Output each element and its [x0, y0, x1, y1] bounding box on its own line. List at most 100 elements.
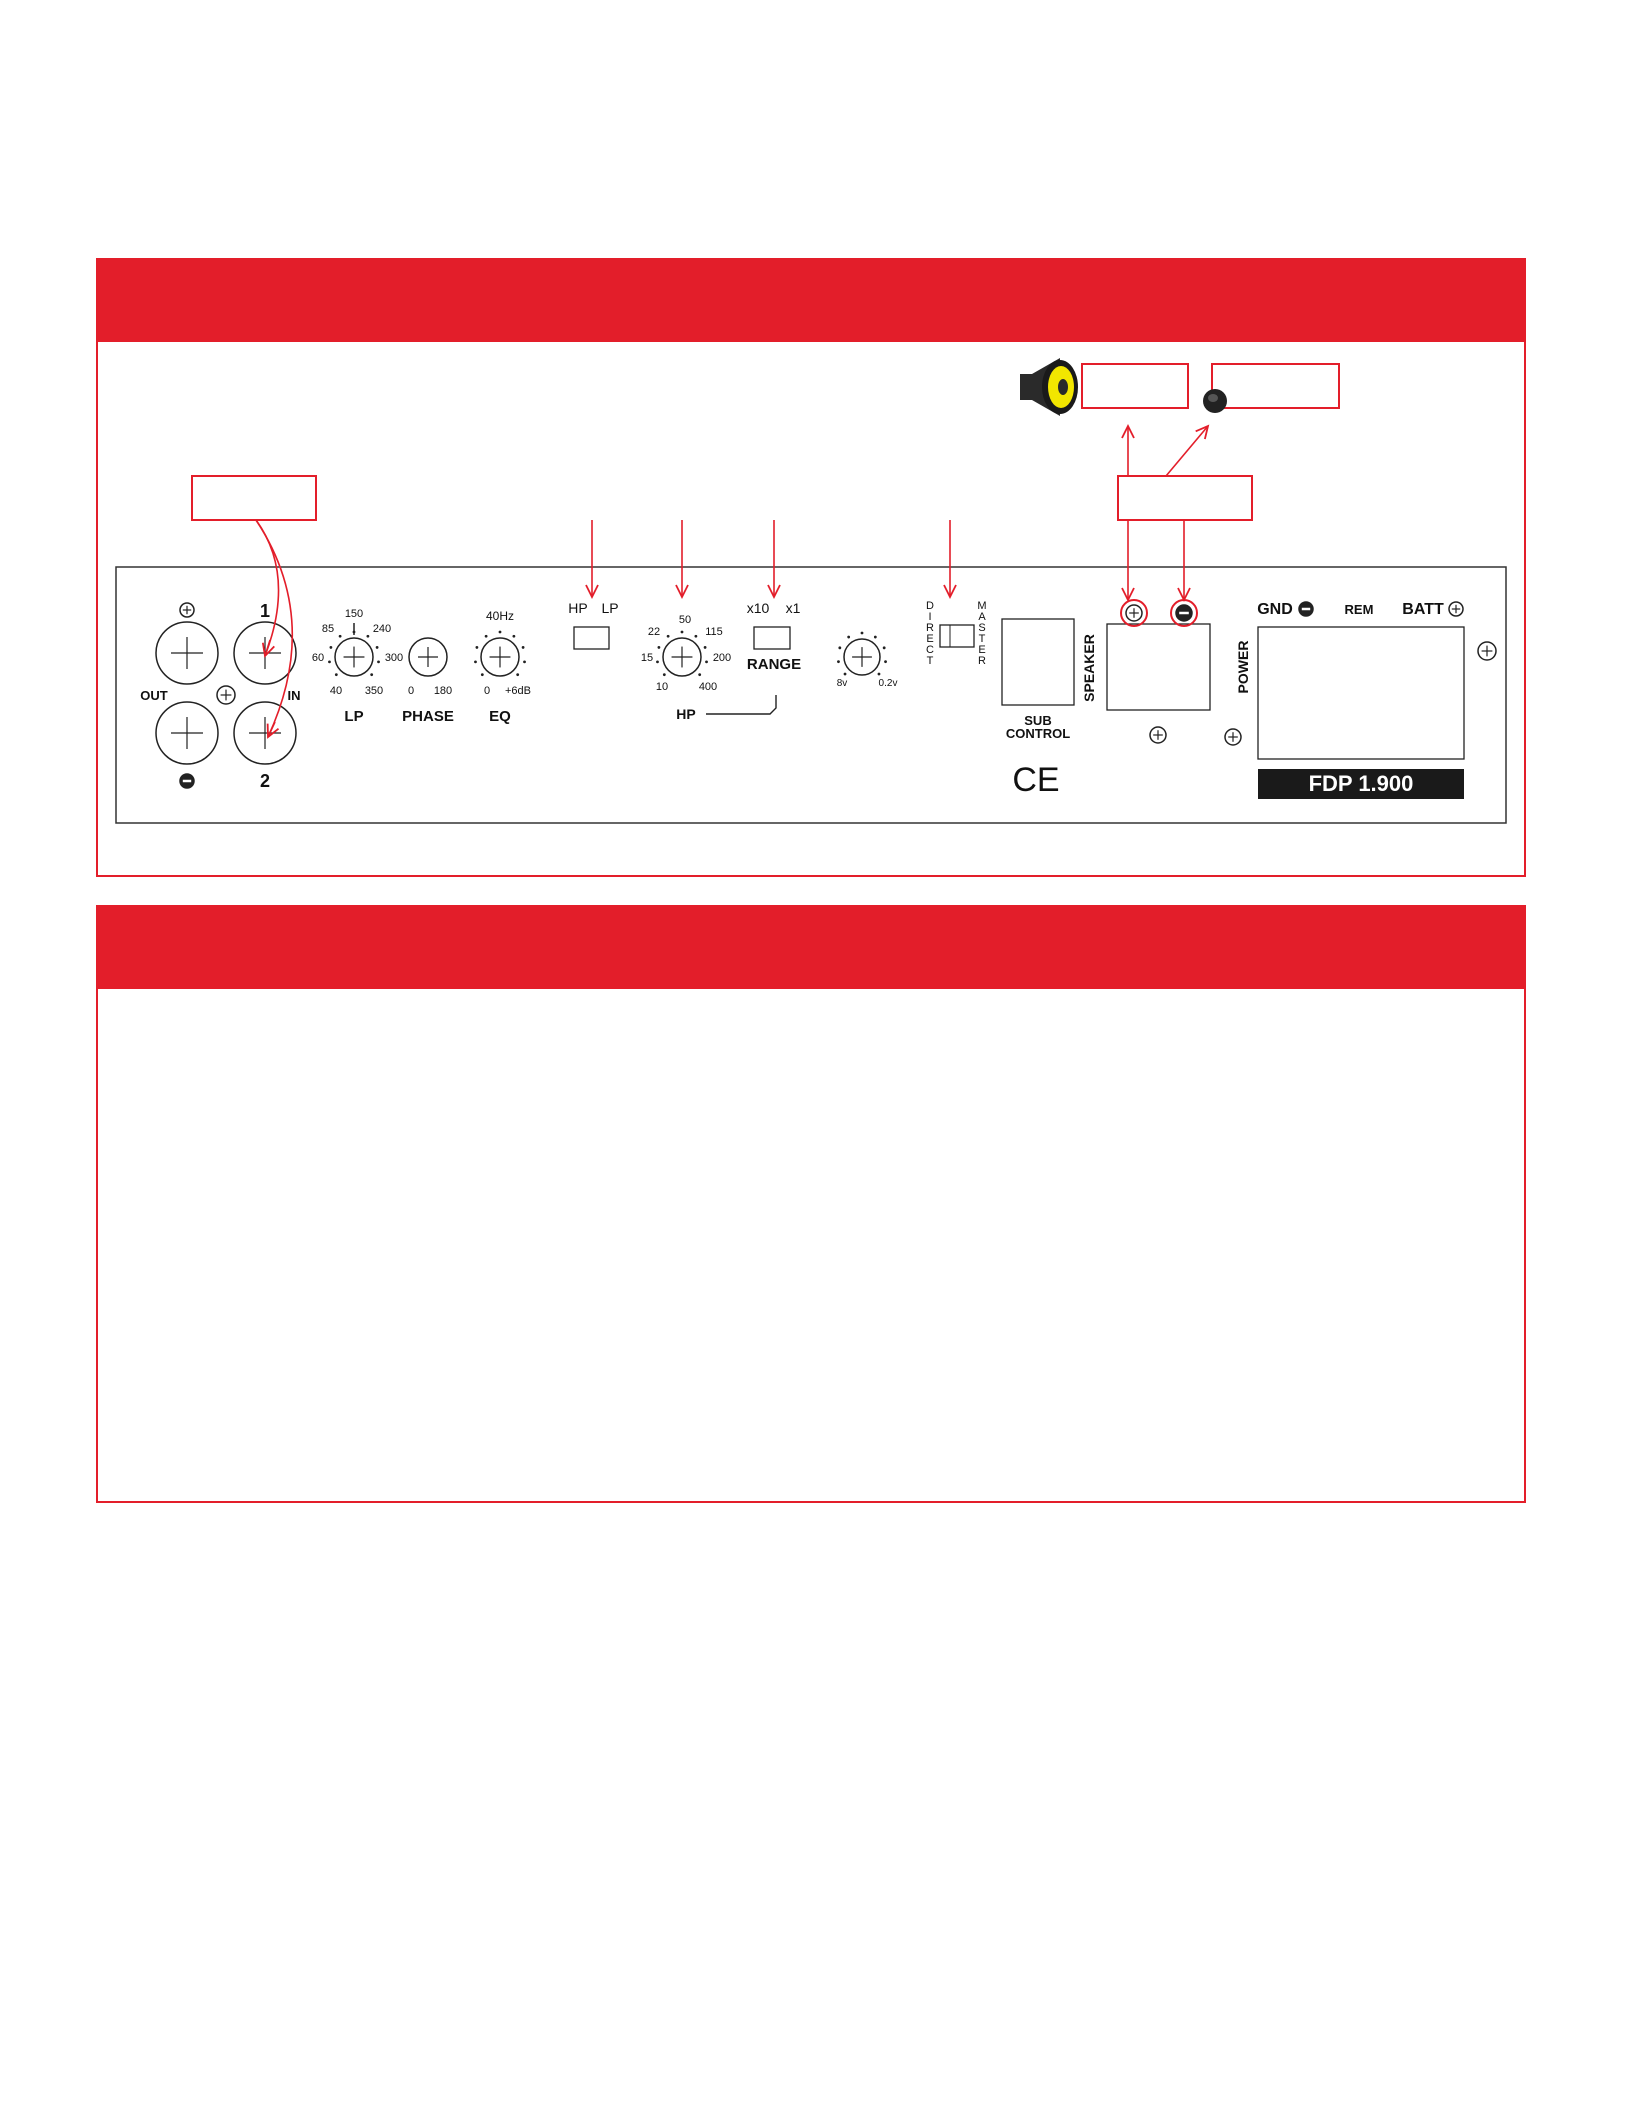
hp-knob-arrow-head — [675, 584, 689, 600]
mode-master-letter: T — [979, 633, 986, 645]
to-speaker-arrow-head — [1121, 423, 1135, 439]
phase-min-label: 0 — [408, 685, 414, 697]
hp-knob-tick — [662, 673, 666, 677]
gain-knob-tick — [838, 646, 842, 650]
hp-lp-switch-left-label: HP — [568, 600, 587, 616]
gain-knob-tick — [873, 635, 877, 639]
lp-knob-tick — [329, 646, 333, 649]
sub-control-line1: SUB — [1024, 713, 1051, 728]
input-arrow-1-line — [264, 639, 271, 657]
eq-knob-tick — [498, 630, 502, 634]
gain-knob-tick — [837, 660, 840, 664]
lp-scale-label: 350 — [365, 685, 383, 697]
hp-range-bracket — [706, 695, 777, 715]
range-label: RANGE — [747, 656, 801, 673]
mode-direct-letter: T — [927, 655, 934, 667]
mode-master-letter: E — [978, 644, 985, 656]
mode-direct-letter: I — [928, 611, 931, 623]
speaker-minus-arrow-head — [1177, 587, 1191, 603]
hp-knob-tick — [657, 646, 661, 649]
range-left-label: x10 — [747, 600, 770, 616]
to-ground-arrow-head — [1195, 424, 1210, 440]
model-plate — [1258, 769, 1464, 799]
speaker-callout-box — [1081, 363, 1189, 409]
hp-lp-arrow-head — [585, 584, 599, 600]
gain-min-label: 8v — [837, 678, 848, 689]
section-header — [98, 260, 1524, 342]
to-ground-arrow-line — [1165, 425, 1209, 477]
hp-knob-tick — [680, 630, 684, 634]
hp-knob-tick — [698, 673, 702, 677]
speaker-label: SPEAKER — [1081, 634, 1097, 702]
eq-knob-tick — [475, 646, 479, 649]
lp-scale-label: 150 — [345, 608, 363, 620]
gain-max-label: 0.2v — [879, 678, 898, 689]
speaker-icon-magnet — [1020, 374, 1032, 400]
mode-direct-letter: R — [926, 622, 934, 634]
lp-scale-label: 60 — [312, 652, 324, 664]
lp-knob-tick — [377, 660, 380, 664]
power-label: POWER — [1235, 641, 1251, 694]
lp-knob-tick — [370, 673, 374, 677]
gain-knob-tick — [882, 646, 886, 650]
range-right-label: x1 — [786, 600, 801, 616]
input-arrow-2-line — [255, 519, 294, 738]
hp-scale-label: 15 — [641, 652, 653, 664]
gain-knob-tick — [847, 635, 851, 639]
input-arrow-2-line — [267, 721, 276, 738]
power-rem-label: REM — [1345, 602, 1374, 617]
model-label: FDP 1.900 — [1309, 771, 1414, 796]
eq-min-label: 0 — [484, 685, 490, 697]
gain-knob-tick — [877, 672, 881, 676]
amplifier-panel-diagram-2: 12OUTIN150852406030040350LP0180PHASE40Hz… — [0, 0, 1632, 900]
hp-knob-tick — [656, 660, 659, 664]
lp-scale-label: 240 — [373, 623, 391, 635]
speaker-plus-highlight — [1120, 599, 1148, 627]
rca-channel-1-label: 1 — [260, 601, 270, 621]
rca-channel-2-label: 2 — [260, 771, 270, 791]
hp-scale-label: 10 — [656, 681, 668, 693]
range-switch — [753, 626, 791, 650]
eq-knob-tick — [516, 673, 520, 677]
sub-control-port — [1001, 618, 1075, 706]
input-arrow-1-head — [261, 642, 275, 658]
eq-knob-tick — [521, 646, 525, 649]
eq-knob-tick — [474, 660, 477, 664]
lp-knob-tick — [375, 646, 379, 649]
mode-master-letter: M — [977, 600, 986, 612]
hp-label: HP — [676, 706, 695, 722]
lp-label: LP — [344, 708, 363, 725]
lp-scale-label: 300 — [385, 652, 403, 664]
eq-knob-tick — [480, 673, 484, 677]
lp-knob-tick — [334, 673, 338, 677]
eq-knob-tick — [523, 660, 526, 664]
gain-knob-tick — [860, 631, 864, 635]
hp-knob-tick — [666, 634, 670, 638]
gain-knob-tick — [884, 660, 887, 664]
input-arrow-2-head — [266, 723, 280, 739]
ground-icon-shine — [1208, 394, 1218, 402]
terminal-callout-box — [1117, 475, 1253, 521]
eq-knob-tick — [484, 634, 488, 638]
ground-callout-box — [1211, 363, 1340, 409]
mode-direct-letter: C — [926, 644, 934, 656]
hp-scale-label: 400 — [699, 681, 717, 693]
lp-scale-label: 85 — [322, 623, 334, 635]
sub-control-line2: CONTROL — [1006, 726, 1070, 741]
rca-in-label: IN — [288, 688, 301, 703]
hp-scale-label: 22 — [648, 626, 660, 638]
lp-knob-tick — [366, 634, 370, 638]
hp-knob-tick — [703, 646, 707, 649]
eq-top-label: 40Hz — [486, 609, 514, 623]
lp-knob-tick — [338, 634, 342, 638]
mode-direct-letter: E — [926, 633, 933, 645]
eq-label: EQ — [489, 708, 511, 725]
gain-knob-tick — [843, 672, 847, 676]
phase-max-label: 180 — [434, 685, 452, 697]
hp-scale-label: 115 — [705, 626, 723, 638]
lp-knob-tick — [328, 660, 331, 664]
rca-out-label: OUT — [140, 688, 168, 703]
hp-knob-tick — [705, 660, 708, 664]
eq-max-label: +6dB — [505, 685, 531, 697]
